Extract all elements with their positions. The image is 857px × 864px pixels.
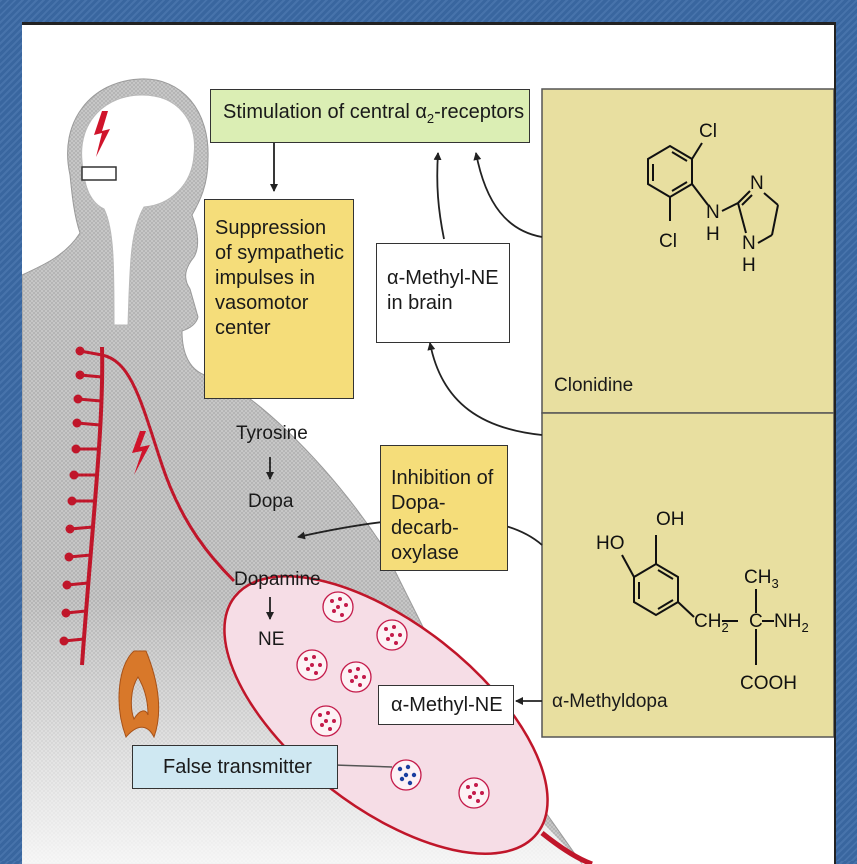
stimulation-box: Stimulation of central α2-receptors	[210, 89, 530, 143]
pathway-dopa: Dopa	[248, 491, 294, 512]
clonidine-nh-n: N	[706, 202, 720, 223]
clonidine-cl-bottom: Cl	[659, 231, 677, 252]
false-transmitter-box: False transmitter	[132, 745, 338, 789]
inhibition-box: Inhibition of Dopa-decarb-oxylase	[380, 445, 508, 571]
false-transmitter-dots	[397, 764, 417, 786]
arrow-methyldopa-to-methylne-brain	[427, 342, 543, 436]
methyl-ne-box: α-Methyl-NE	[378, 685, 514, 725]
stimulation-suffix: -receptors	[434, 101, 525, 123]
connector-false-transmitter	[333, 764, 393, 768]
methyldopa-structure	[621, 535, 774, 665]
stimulation-prefix: Stimulation of central α	[223, 101, 427, 123]
clonidine-nh-h: H	[706, 224, 720, 245]
clonidine-n-ring: N	[750, 173, 764, 194]
methyldopa-ch2: CH2	[694, 611, 729, 635]
pathway-ne: NE	[258, 629, 285, 650]
methyldopa-alpha-c: C	[749, 611, 763, 632]
lightning-icon-brain	[94, 111, 110, 157]
methyldopa-cooh: COOH	[740, 673, 797, 694]
clonidine-nh-ring-h: H	[742, 255, 756, 276]
arrow-methylne-brain-to-stimulation	[433, 152, 445, 240]
methyldopa-ho: HO	[596, 533, 625, 554]
brain-shape	[81, 94, 196, 326]
vesicle-dots	[304, 597, 484, 803]
methyl-ne-text: α-Methyl-NE	[391, 694, 503, 716]
methyldopa-oh: OH	[656, 509, 685, 530]
clonidine-nh-ring-n: N	[742, 233, 756, 254]
arrows	[266, 143, 543, 705]
sympathetic-chain	[59, 346, 103, 646]
clonidine-panel	[541, 88, 834, 414]
efferent-nerve	[101, 353, 236, 583]
diagram-scene: Cl Cl N H N N H OH HO CH3 CH2 C NH2 COOH	[22, 78, 834, 864]
arrow-clonidine-to-stimulation	[473, 152, 543, 238]
clonidine-structure	[647, 142, 779, 244]
kidney-shape	[118, 650, 160, 739]
inhibition-text: Inhibition of Dopa-decarb-oxylase	[391, 467, 494, 564]
suppression-box: Suppression of sympathetic impulses in v…	[204, 199, 354, 399]
figure-panel: Cl Cl N H N N H OH HO CH3 CH2 C NH2 COOH	[22, 22, 836, 864]
clonidine-cl-top: Cl	[699, 121, 717, 142]
pathway-tyrosine: Tyrosine	[236, 423, 308, 444]
pathway-dopamine: Dopamine	[234, 569, 321, 590]
methyldopa-nh2: NH2	[774, 611, 809, 635]
false-transmitter-text: False transmitter	[163, 756, 312, 778]
methyl-ne-brain-box: α-Methyl-NE in brain	[376, 243, 510, 343]
stimulation-subscript: 2	[426, 111, 435, 126]
spinal-cord	[80, 346, 105, 666]
methyldopa-panel	[541, 412, 834, 738]
methyldopa-ch3: CH3	[744, 567, 779, 591]
methyl-ne-brain-text: α-Methyl-NE in brain	[387, 267, 499, 314]
vasomotor-center-marker	[81, 166, 117, 181]
lightning-icon-nerve	[132, 431, 150, 475]
methyldopa-label: α-Methyldopa	[552, 691, 668, 712]
clonidine-label: Clonidine	[554, 375, 634, 396]
suppression-text: Suppression of sympathetic impulses in v…	[215, 217, 344, 339]
